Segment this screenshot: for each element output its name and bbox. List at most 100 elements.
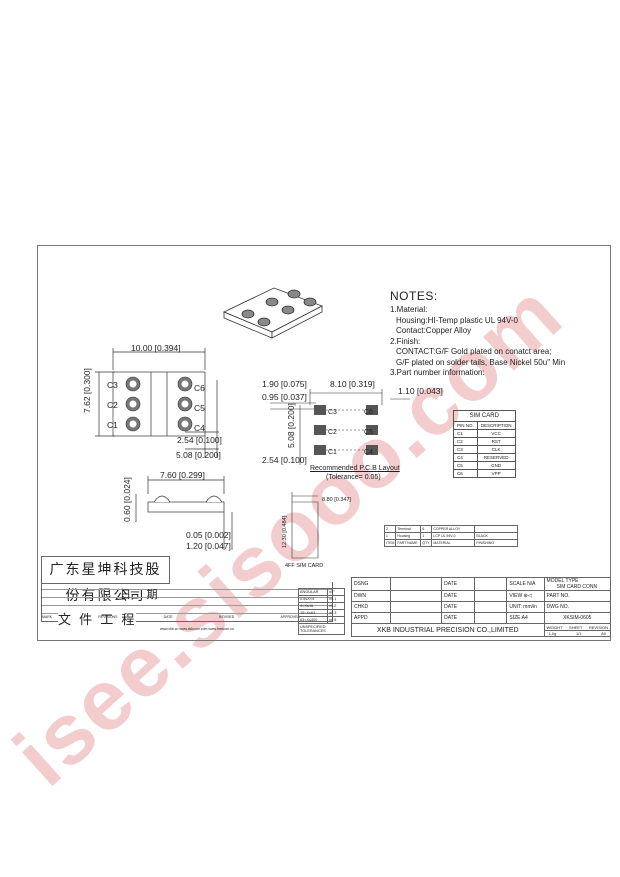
dim-pcb-c: 8.10 [0.319]: [330, 379, 375, 389]
dim-card-w: 8.80 [0.347]: [322, 497, 352, 503]
pin-label-c3: C3: [107, 380, 118, 390]
table-cell: 4<X≤16: [298, 602, 328, 610]
table-cell: C4: [453, 453, 478, 462]
view-label: VIEW: [509, 593, 523, 599]
dim-pitch-1: 2.54 [0.100]: [177, 435, 222, 445]
pin-label-c1: C1: [107, 420, 118, 430]
pcb-pin-c5: C5: [364, 429, 373, 436]
appd-label: APPD: [350, 612, 392, 624]
pcb-layout-drawing: [270, 389, 410, 465]
table-cell: QTY: [420, 539, 433, 547]
sim-table-header: PIN NO.: [453, 421, 478, 430]
dim-side-c: 0.05 [0.002]: [186, 530, 231, 540]
side-view-drawing: [135, 476, 233, 550]
table-cell: 0.5≤X<4: [298, 595, 328, 603]
table-cell: VCC: [476, 429, 516, 438]
drawing-sheet: [37, 245, 611, 641]
note-line: 3.Part number information:: [390, 368, 485, 377]
note-line: G/F plated on solder tails, Base Nickel …: [396, 357, 566, 367]
sim-table-title: SIM CARD: [453, 410, 516, 422]
pcb-caption: Recommended P.C.B Layout: [310, 465, 400, 472]
dwg-no-value: XKSIM-0605: [543, 612, 612, 624]
table-cell: RST: [476, 437, 516, 446]
sim-card-outline: [291, 492, 319, 559]
note-line: CONTACT:G/F Gold plated on conatct area;: [396, 347, 552, 356]
sheet-label: SHEET: [569, 624, 583, 630]
revision-col: REVISED: [218, 615, 235, 619]
table-cell: Terminal: [395, 525, 422, 533]
dim-pcb-d: 1.10 [0.043]: [398, 386, 443, 396]
note-line: Contact:Copper Alloy: [396, 326, 472, 335]
table-cell: C1: [453, 429, 478, 438]
pcb-pin-c1: C1: [328, 449, 337, 456]
dim-pcb-a: 1.90 [0.075]: [262, 379, 307, 389]
note-line: Housing:HI-Temp plastic UL 94V-0: [396, 315, 518, 325]
top-view-drawing: [95, 348, 219, 458]
dim-width-top: 10.00 [0.394]: [131, 343, 181, 353]
pin-label-c5: C5: [194, 403, 205, 413]
card-caption: 4FF SIM CARD: [285, 563, 324, 569]
date-cell: DATE: [441, 590, 475, 602]
weight-sheet-cell: WEIGHT SHEET REVISION 1.0g 1/1 A0: [543, 623, 612, 637]
table-cell: RESERVED: [476, 453, 516, 462]
pcb-pin-c4: C4: [364, 449, 373, 456]
table-cell: [474, 525, 519, 533]
projection-symbol-icon: ⊕◁: [523, 593, 532, 599]
table-cell: COPPER ALLOY: [431, 525, 476, 533]
model-type-value: SIM CARD CONN: [556, 584, 598, 590]
pin-label-c4: C4: [194, 423, 205, 433]
table-cell: ANGULAR: [298, 588, 328, 596]
table-cell: 6: [420, 525, 433, 533]
revision-col: MARK: [42, 615, 53, 619]
pcb-tolerance: (Tolerance= 0.05): [326, 474, 381, 481]
table-cell: 1: [420, 532, 433, 540]
revision-col: REVISIONS: [98, 615, 118, 619]
file-label: 文 件 工 程: [58, 609, 137, 628]
revision-col: DATE: [163, 615, 173, 619]
revision-value: A0: [601, 630, 606, 636]
chkd-label: CHKD: [350, 601, 392, 613]
website-links: www.xkb.cn www.xkbcom.com www.fnetcom.cn: [160, 627, 234, 631]
table-cell: C2: [453, 437, 478, 446]
table-cell: Housing: [395, 532, 422, 540]
table-cell: MATERIAL: [431, 539, 476, 547]
model-type-label: MODEL TYPE: [546, 578, 579, 584]
pin-label-c2: C2: [107, 400, 118, 410]
table-cell: C6: [453, 469, 478, 478]
tolerance-footer: UNSPECIFIED TOLERANCES: [298, 623, 345, 635]
weight-value: 1.0g: [548, 630, 557, 636]
table-cell: 2: [383, 525, 397, 533]
table-cell: C5: [453, 461, 478, 470]
dwn-label: DWN: [350, 590, 392, 602]
dim-side-d: 1.20 [0.047]: [186, 541, 231, 551]
weight-label: WEIGHT: [546, 624, 563, 630]
table-cell: ±0.2: [327, 602, 345, 610]
table-cell: PART NAME: [395, 539, 422, 547]
part-no-cell: PART NO.: [543, 590, 612, 602]
unit-cell: UNIT: mm/in: [506, 601, 545, 613]
dim-side-b: 0.60 [0.024]: [122, 477, 132, 522]
revision-label: REVISION: [588, 624, 608, 630]
date-cell: DATE: [441, 577, 475, 591]
dim-pcb-f: 2.54 [0.100]: [262, 455, 307, 465]
table-cell: 63<X≤400: [298, 616, 328, 624]
table-cell: C3: [453, 445, 478, 454]
table-cell: 16<X≤63: [298, 609, 328, 617]
pin-label-c6: C6: [194, 383, 205, 393]
dim-pitch-2: 5.08 [0.200]: [176, 450, 221, 460]
company-en-name: XKB INDUSTRIAL PRECISION CO.,LIMITED: [351, 623, 545, 637]
table-cell: CLK: [476, 445, 516, 454]
table-cell: ±5°: [327, 588, 345, 596]
note-line: 2.Finish:: [390, 336, 421, 346]
sheet-value: 1/1: [575, 630, 582, 636]
dim-pcb-e: 5.08 [0.200]: [286, 403, 296, 448]
dim-card-h: 12.30 [0.484]: [282, 515, 288, 548]
notes-block: NOTES: 1.Material: Housing:HI-Temp plast…: [390, 289, 565, 379]
table-cell: ITEM: [383, 539, 397, 547]
scale-cell: SCALE N/A: [506, 577, 545, 591]
size-cell: SIZE A4: [506, 612, 545, 624]
table-cell: ±0.5: [327, 616, 345, 624]
table-cell: ±0.3: [327, 609, 345, 617]
